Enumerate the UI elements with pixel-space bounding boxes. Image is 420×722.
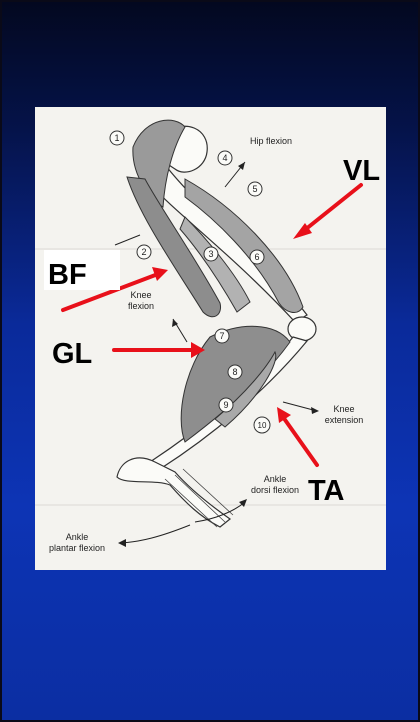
gastrocnemius-muscle <box>181 326 290 442</box>
ankle-plantar-flexion-label-line1: Ankle <box>66 532 89 542</box>
muscle-number-1: 1 <box>114 133 119 143</box>
vl-arrow <box>301 185 361 233</box>
gl-label: GL <box>52 338 92 370</box>
ta-label: TA <box>308 475 345 507</box>
leg-diagram-svg: 1 2 3 4 5 6 7 8 9 10 Hip flexion Knee fl… <box>35 107 386 570</box>
muscle-number-10: 10 <box>258 421 267 430</box>
muscle-number-4: 4 <box>222 153 227 163</box>
muscle-number-2: 2 <box>141 247 146 257</box>
muscle-number-7: 7 <box>219 331 224 341</box>
muscle-number-6: 6 <box>254 252 259 262</box>
muscle-number-8: 8 <box>232 367 237 377</box>
ankle-dorsi-flexion-label-line1: Ankle <box>264 474 287 484</box>
vl-label: VL <box>343 155 380 187</box>
muscle-number-9: 9 <box>223 400 228 410</box>
bf-label: BF <box>48 259 87 291</box>
ankle-plantar-flexion-label-line2: plantar flexion <box>49 543 105 553</box>
knee-flexion-label-line1: Knee <box>130 290 151 300</box>
knee-extension-label-line2: extension <box>325 415 364 425</box>
muscle-number-5: 5 <box>252 184 257 194</box>
hip-flexion-label: Hip flexion <box>250 136 292 146</box>
muscle-number-3: 3 <box>208 249 213 259</box>
ta-arrow <box>283 417 317 465</box>
knee-flexion-label-line2: flexion <box>128 301 154 311</box>
knee-extension-label-line1: Knee <box>333 404 354 414</box>
ankle-dorsi-flexion-label-line2: dorsi flexion <box>251 485 299 495</box>
foot-bones <box>117 458 230 527</box>
leg-muscle-diagram: 1 2 3 4 5 6 7 8 9 10 Hip flexion Knee fl… <box>35 107 386 570</box>
